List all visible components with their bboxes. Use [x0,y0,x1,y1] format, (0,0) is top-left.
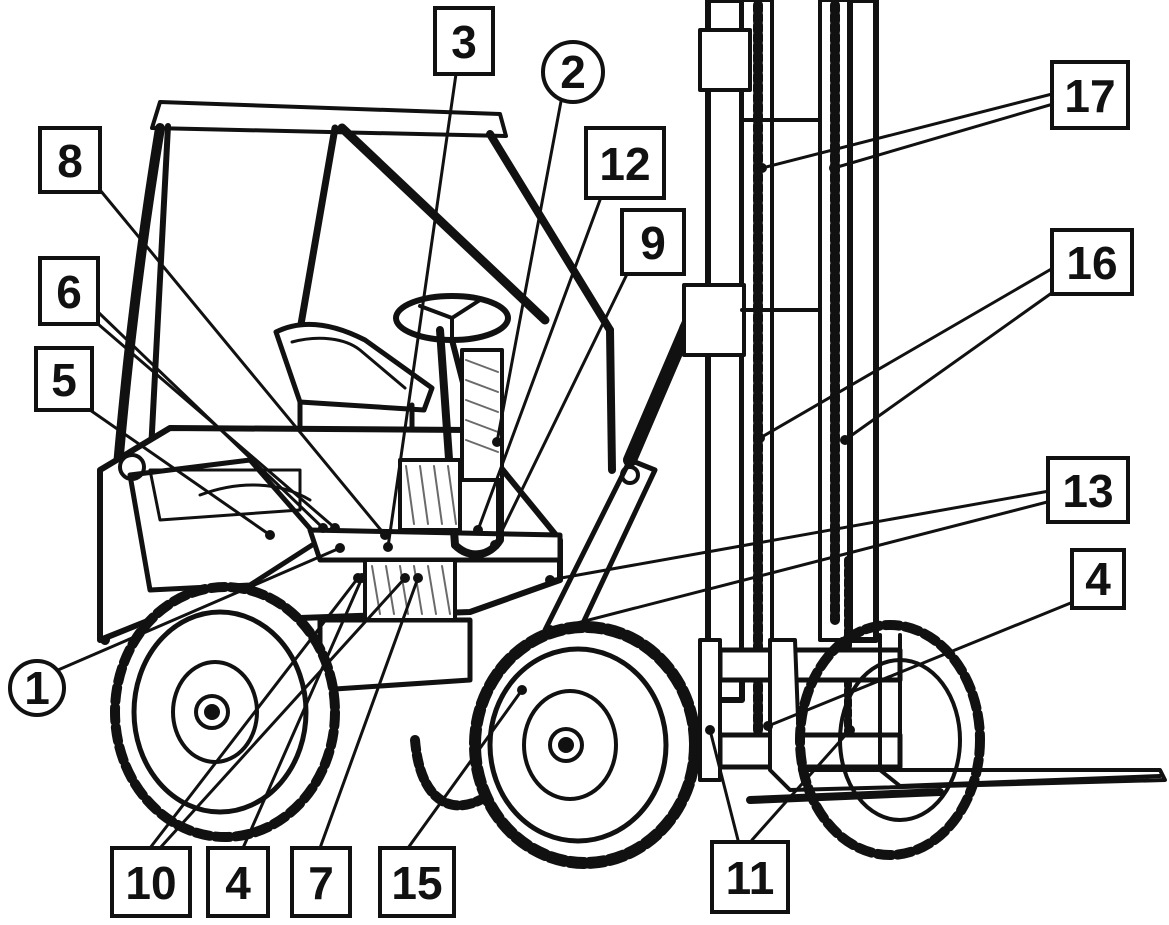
callout-13-text: 13 [1062,465,1113,517]
engine-block [363,348,504,622]
leader-lines [56,72,1080,850]
leader-12 [476,198,602,532]
callout-4-bottom: 4 [206,846,270,918]
leader-15 [406,688,524,850]
callout-12: 12 [584,126,666,200]
leader-end-points [265,163,855,735]
callout-10: 10 [110,846,192,918]
leader-13a [548,488,1057,582]
callout-8: 8 [38,126,102,194]
operator-seat [273,321,435,435]
callout-8-text: 8 [57,135,83,187]
callout-2: 2 [541,40,605,104]
callout-10-text: 10 [125,857,176,909]
callout-12-text: 12 [599,138,650,190]
callout-4-right: 4 [1070,548,1126,610]
callout-11-text: 11 [726,852,775,904]
callout-5: 5 [34,346,94,412]
callout-1: 1 [8,659,66,717]
front-wheel-right [469,621,701,869]
leader-2 [495,94,564,444]
callout-4a-text: 4 [225,857,251,909]
leader-4b [766,598,1080,728]
callout-15-text: 15 [391,857,442,909]
callout-1-text: 1 [24,662,50,714]
leader-17b [832,100,1062,170]
callout-6: 6 [38,256,100,326]
forklift-illustration [97,0,1167,869]
leader-1 [56,546,342,672]
callout-15: 15 [378,846,456,918]
leader-17a [760,90,1062,170]
leader-16a [758,262,1062,440]
leader-9 [493,266,632,547]
callout-7-text: 7 [308,857,334,909]
callout-7: 7 [290,846,352,918]
leader-11a [708,728,740,842]
callout-3-text: 3 [451,16,477,68]
callout-6-text: 6 [56,266,82,318]
callout-9: 9 [620,208,686,276]
callout-labels: 1 2 3 4 4 5 6 [8,6,1134,918]
rear-wheel-left [110,582,340,842]
callout-2-text: 2 [560,46,586,98]
leader-8 [98,188,387,537]
callout-9-text: 9 [640,217,666,269]
leader-11b [750,728,852,842]
inner-wheel [410,735,485,811]
callout-16: 16 [1050,228,1134,296]
callout-17-text: 17 [1064,70,1115,122]
leader-4a [241,576,364,850]
leader-10a [148,576,360,850]
callout-17: 17 [1050,60,1130,130]
leader-16b [843,278,1072,442]
leader-5 [88,408,272,537]
leader-7 [318,576,420,850]
callout-11: 11 [710,840,790,914]
callout-4b-text: 4 [1085,553,1111,605]
callout-16-text: 16 [1066,237,1117,289]
leader-6b [96,322,337,530]
leader-13b [548,498,1057,632]
tilt-cylinder [542,287,708,643]
callout-3: 3 [433,6,495,76]
callout-5-text: 5 [51,354,77,406]
leader-3 [386,72,458,549]
leader-10b [158,576,407,850]
callout-13: 13 [1046,456,1130,524]
